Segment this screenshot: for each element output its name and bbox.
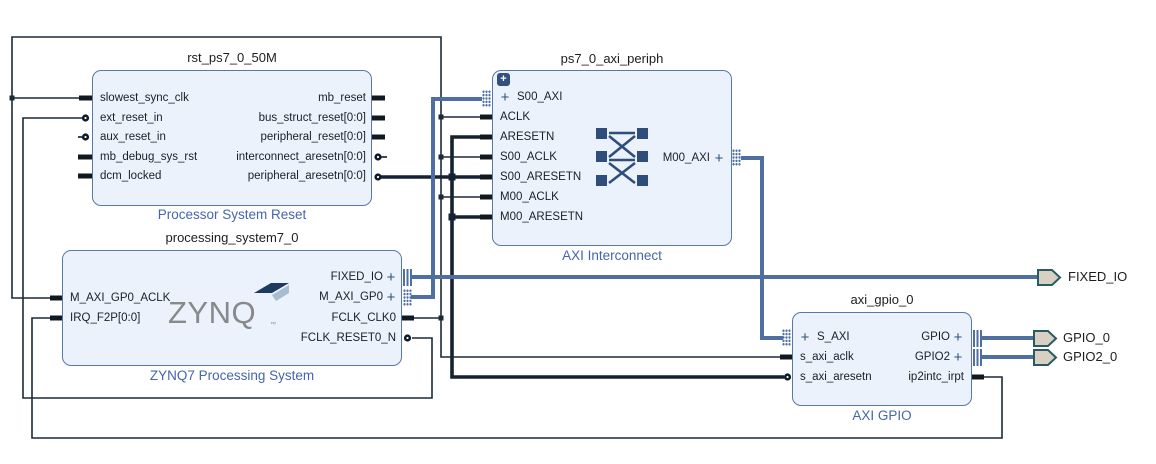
pin-mb-reset[interactable]: mb_reset bbox=[318, 92, 366, 104]
external-port-label-fixed-io[interactable]: FIXED_IO bbox=[1068, 269, 1128, 284]
expand-gpio-icon[interactable]: + bbox=[953, 329, 963, 346]
wire-fclk-reset-to-ext-reset[interactable] bbox=[22, 117, 433, 399]
port-stubs bbox=[50, 95, 984, 380]
s-axi-interface-hatch-icon bbox=[782, 329, 791, 346]
gpio2-interface-hatch-icon bbox=[973, 349, 982, 366]
block-type-label-zynq: ZYNQ7 Processing System bbox=[149, 368, 315, 383]
axi-crossbar-icon bbox=[596, 128, 648, 186]
pin-dcm-locked[interactable]: dcm_locked bbox=[100, 170, 162, 182]
pin-circles bbox=[81, 114, 792, 381]
block-title-interconnect: ps7_0_axi_periph bbox=[560, 51, 664, 66]
pin-peripheral-reset[interactable]: peripheral_reset[0:0] bbox=[260, 131, 366, 143]
external-port-gpio-0[interactable] bbox=[1033, 330, 1058, 347]
pin-m-axi-gp0-aclk[interactable]: M_AXI_GP0_ACLK bbox=[70, 292, 171, 304]
block-title-rst: rst_ps7_0_50M bbox=[187, 50, 277, 65]
wire-ip2intc-to-irq[interactable] bbox=[31, 317, 1003, 439]
pin-aux-reset-in[interactable]: aux_reset_in bbox=[100, 131, 166, 143]
pin-aclk[interactable]: ACLK bbox=[500, 111, 531, 123]
zynq-logo-tm: ™ bbox=[270, 322, 276, 328]
s00-axi-interface-hatch-icon bbox=[482, 90, 491, 107]
expand-m-axi-gp0-icon[interactable]: + bbox=[386, 289, 396, 306]
pin-bus-struct-reset[interactable]: bus_struct_reset[0:0] bbox=[258, 112, 366, 124]
junction-dots bbox=[9, 95, 444, 321]
block-axi-gpio[interactable] bbox=[792, 312, 972, 406]
pin-m00-axi[interactable]: M00_AXI bbox=[662, 152, 710, 164]
pin-s00-aclk[interactable]: S00_ACLK bbox=[500, 151, 557, 163]
pin-ip2intc-irpt[interactable]: ip2intc_irpt bbox=[908, 371, 964, 383]
pin-gpio[interactable]: GPIO bbox=[921, 331, 950, 343]
block-zynq-processing-system[interactable] bbox=[62, 250, 402, 366]
block-title-zynq: processing_system7_0 bbox=[165, 230, 299, 245]
pin-gpio2[interactable]: GPIO2 bbox=[914, 351, 950, 363]
expand-s00-axi-icon[interactable]: + bbox=[500, 89, 510, 106]
pin-s00-aresetn[interactable]: S00_ARESETN bbox=[500, 171, 582, 183]
expand-s-axi-icon[interactable]: + bbox=[800, 329, 810, 346]
block-type-label-interconnect: AXI Interconnect bbox=[562, 248, 662, 263]
external-port-fixed-io[interactable] bbox=[1037, 269, 1062, 286]
external-port-label-gpio2-0[interactable]: GPIO2_0 bbox=[1063, 349, 1118, 364]
pin-fclk-reset0-n[interactable]: FCLK_RESET0_N bbox=[300, 332, 396, 344]
block-type-label-rst: Processor System Reset bbox=[157, 207, 307, 222]
zynq-logo-text: ZYNQ bbox=[168, 295, 257, 330]
gpio-interface-hatch-icon bbox=[973, 330, 982, 347]
wire-aresetn-vertical[interactable] bbox=[450, 135, 784, 379]
zynq-logo-arrow-icon bbox=[254, 283, 289, 301]
pin-m00-aresetn[interactable]: M00_ARESETN bbox=[500, 211, 584, 223]
pin-interconnect-aresetn[interactable]: interconnect_aresetn[0:0] bbox=[236, 151, 366, 163]
pin-fclk-clk0[interactable]: FCLK_CLK0 bbox=[331, 312, 396, 324]
zynq-logo: ZYNQ ™ bbox=[168, 282, 298, 332]
external-port-label-gpio-0[interactable]: GPIO_0 bbox=[1063, 330, 1110, 345]
pin-s00-axi[interactable]: S00_AXI bbox=[517, 91, 563, 103]
bus-m-axi-gp0-to-s00-axi[interactable] bbox=[411, 97, 482, 299]
pin-s-axi[interactable]: S_AXI bbox=[817, 331, 850, 343]
pin-irq-f2p[interactable]: IRQ_F2P[0:0] bbox=[70, 312, 141, 324]
fixed-io-interface-hatch-icon bbox=[403, 269, 412, 286]
pin-m00-aclk[interactable]: M00_ACLK bbox=[500, 191, 559, 203]
pin-m-axi-gp0[interactable]: M_AXI_GP0 bbox=[319, 291, 383, 303]
pin-mb-debug-sys-rst[interactable]: mb_debug_sys_rst bbox=[100, 151, 198, 163]
junction-dots-thick bbox=[448, 173, 456, 221]
wire-clock-s-axi-aclk[interactable] bbox=[440, 318, 782, 358]
bus-m00-axi-to-s-axi[interactable] bbox=[741, 156, 783, 340]
pin-ext-reset-in[interactable]: ext_reset_in bbox=[100, 112, 163, 124]
block-type-label-gpio: AXI GPIO bbox=[852, 408, 912, 423]
pin-fixed-io[interactable]: FIXED_IO bbox=[330, 271, 383, 283]
block-title-gpio: axi_gpio_0 bbox=[850, 292, 914, 307]
block-axi-interconnect[interactable] bbox=[492, 70, 732, 246]
external-port-gpio2-0[interactable] bbox=[1033, 349, 1058, 366]
pin-peripheral-aresetn[interactable]: peripheral_aresetn[0:0] bbox=[247, 170, 366, 182]
wire-clock-main[interactable] bbox=[11, 36, 442, 319]
expand-gpio2-icon[interactable]: + bbox=[953, 349, 963, 366]
m-axi-gp0-interface-hatch-icon bbox=[403, 289, 412, 306]
pin-slowest-sync-clk[interactable]: slowest_sync_clk bbox=[100, 92, 189, 104]
pin-aresetn[interactable]: ARESETN bbox=[500, 131, 555, 143]
m00-axi-interface-hatch-icon bbox=[732, 149, 741, 166]
pin-s-axi-aclk[interactable]: s_axi_aclk bbox=[800, 351, 854, 363]
expand-block-button[interactable]: + bbox=[497, 73, 510, 86]
expand-fixed-io-icon[interactable]: + bbox=[386, 269, 396, 286]
expand-m00-axi-icon[interactable]: + bbox=[714, 150, 724, 167]
pin-s-axi-aresetn[interactable]: s_axi_aresetn bbox=[800, 371, 872, 383]
block-rst-ps7-0-50m[interactable] bbox=[92, 70, 372, 206]
